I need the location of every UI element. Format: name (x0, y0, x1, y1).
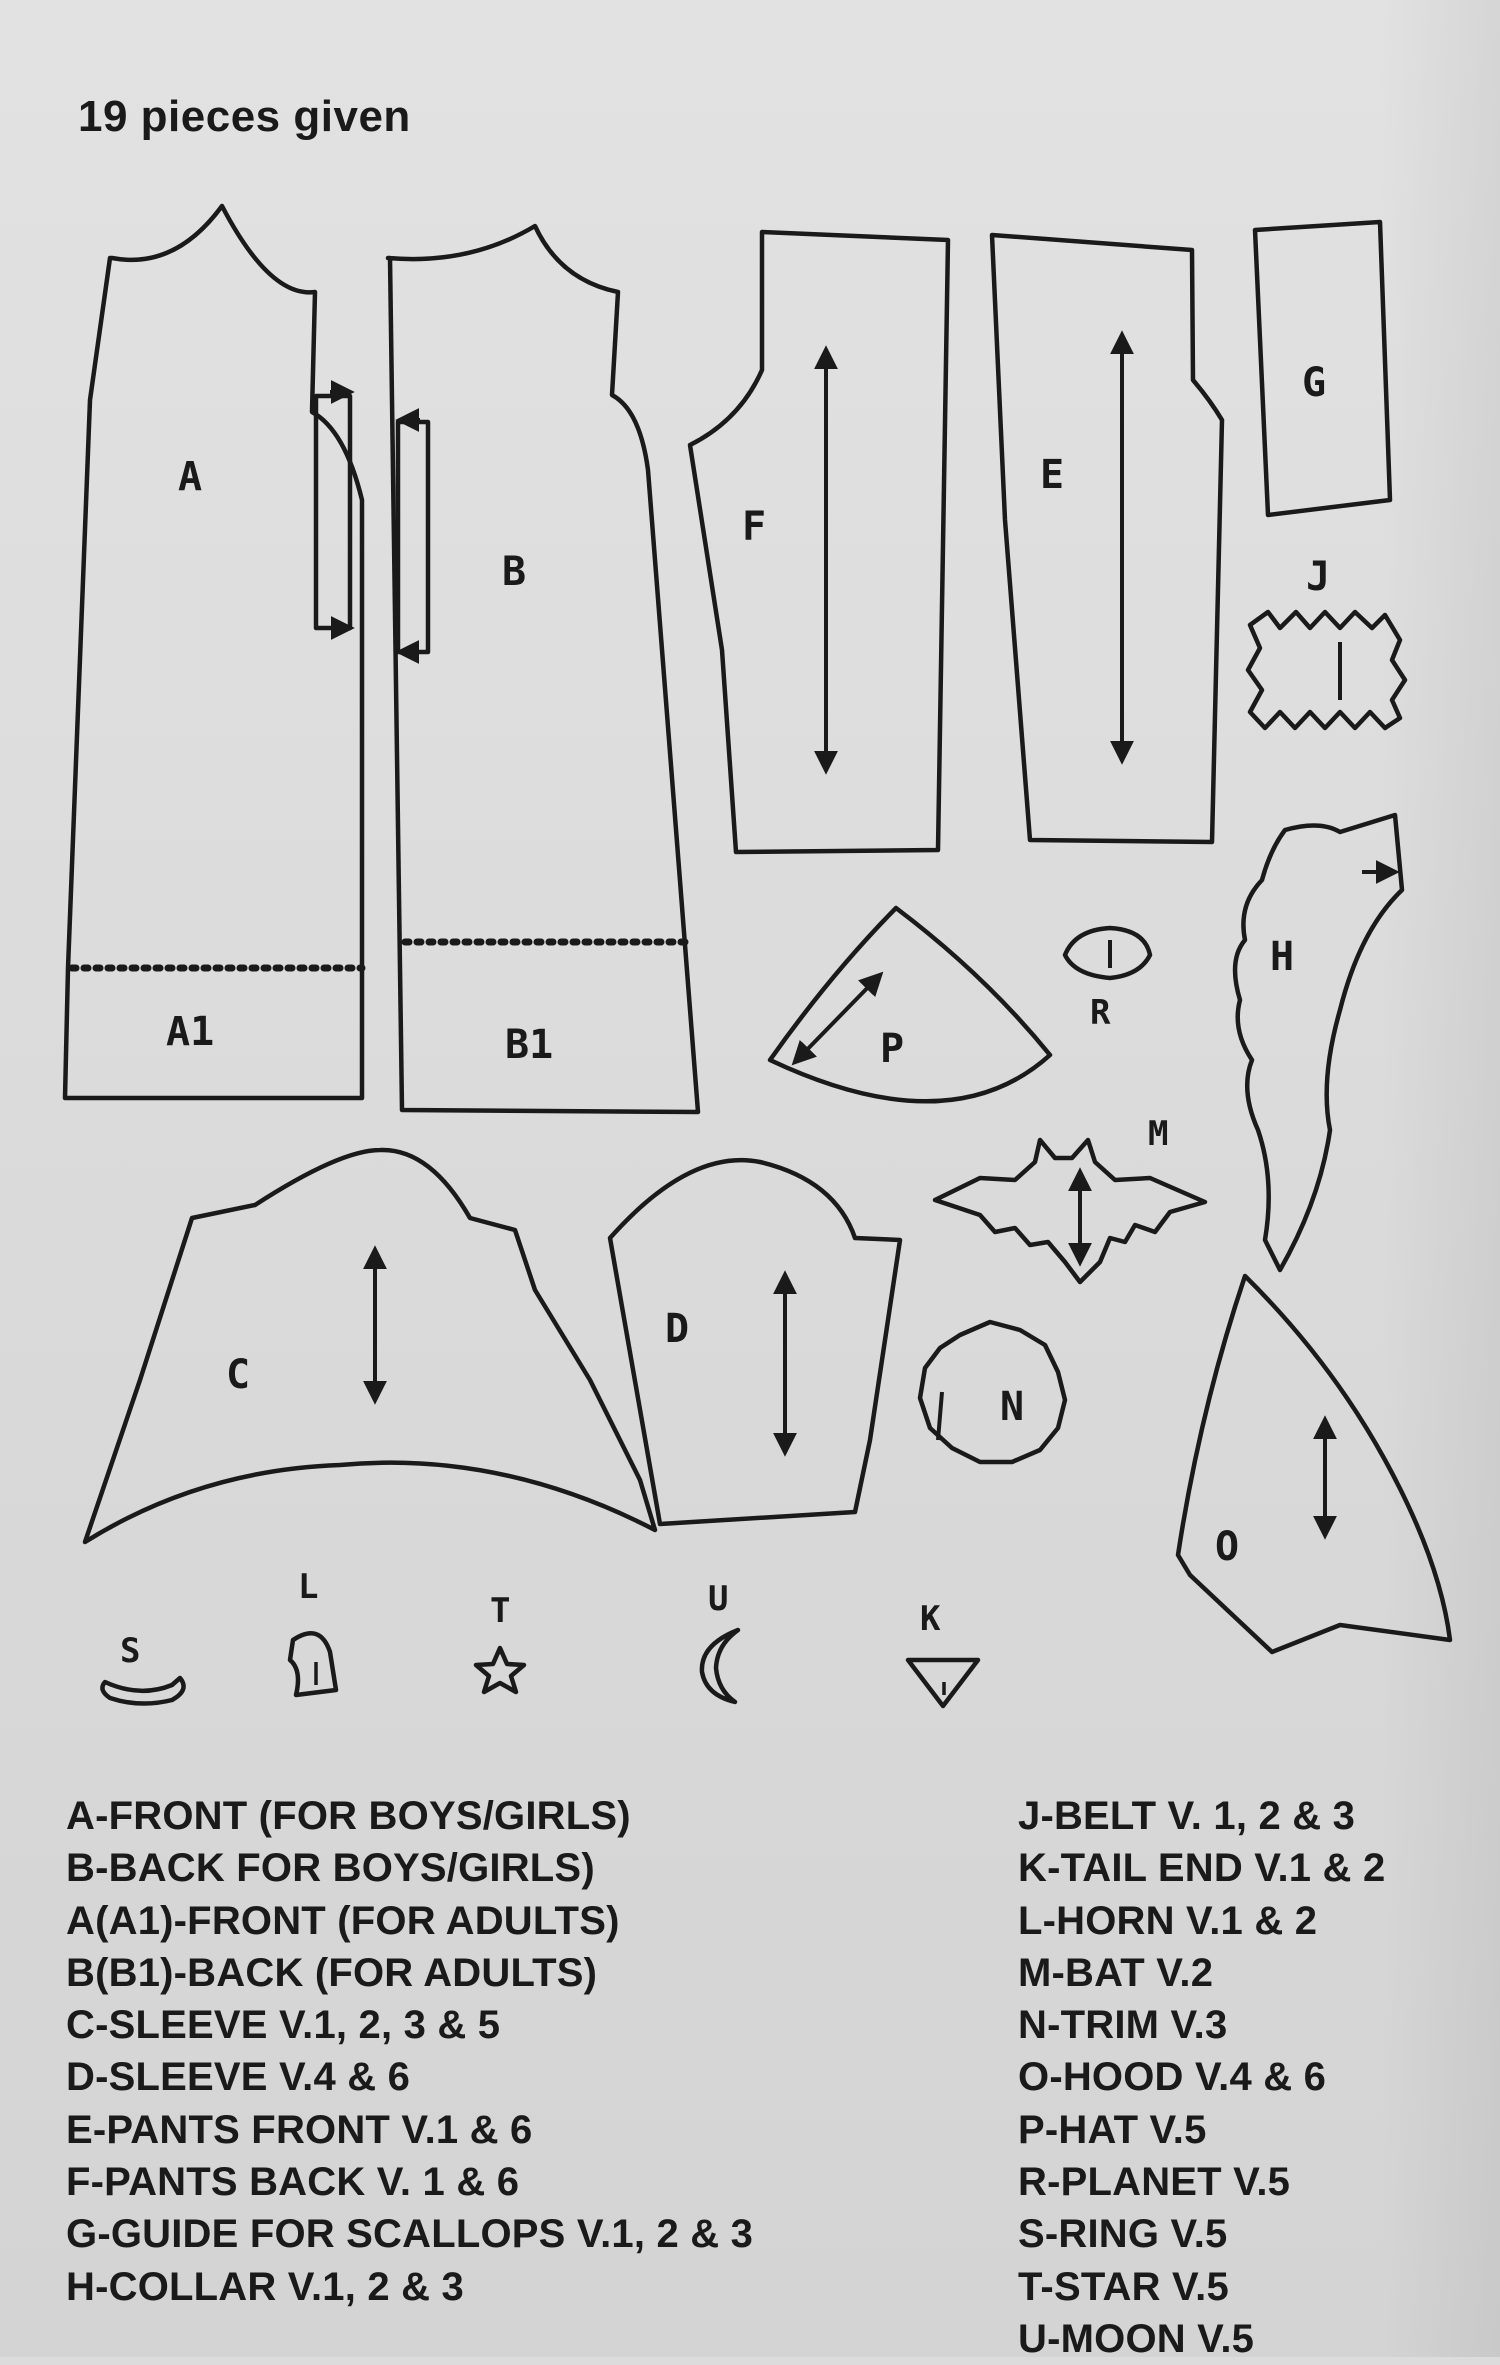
piece-label-r: R (1090, 993, 1111, 1033)
legend-item: A-FRONT (FOR BOYS/GIRLS) (66, 1794, 631, 1838)
legend-item: A(A1)-FRONT (FOR ADULTS) (66, 1898, 620, 1943)
piece-label-h: H (1270, 934, 1294, 980)
envelope-edge-shadow (1380, 0, 1500, 2357)
legend-item: K-TAIL END V.1 & 2 (1018, 1846, 1386, 1891)
piece-label-t: T (490, 1591, 510, 1631)
piece-label-o: O (1215, 1524, 1239, 1570)
legend-item: B(B1)-BACK (FOR ADULTS) (66, 1950, 598, 1995)
piece-label-f: F (742, 504, 766, 550)
legend-item: J-BELT V. 1, 2 & 3 (1018, 1794, 1356, 1838)
piece-label-s: S (120, 1631, 140, 1671)
piece-m-bat: M (932, 1114, 1208, 1285)
piece-p-hat: P (767, 905, 1053, 1104)
legend-item: U-MOON V.5 (1018, 2316, 1255, 2361)
piece-o-hood: O (1175, 1273, 1453, 1655)
legend-item: C-SLEEVE V.1, 2, 3 & 5 (66, 2003, 501, 2048)
piece-label-b: B (502, 549, 526, 595)
legend-item: F-PANTS BACK V. 1 & 6 (66, 2160, 520, 2205)
legend-item: D-SLEEVE V.4 & 6 (66, 2055, 411, 2100)
piece-g-scallop-guide: G (1252, 219, 1393, 518)
legend-item: H-COLLAR V.1, 2 & 3 (66, 2264, 464, 2309)
legend-item: N-TRIM V.3 (1018, 2003, 1228, 2048)
piece-f-pants-back: F (687, 229, 951, 855)
piece-j-belt: J (1245, 554, 1408, 731)
pattern-layout-diagram: A A1 B B1 F E G J H (62, 203, 1453, 1709)
legend-item: O-HOOD V.4 & 6 (1018, 2055, 1327, 2100)
legend-item: B-BACK FOR BOYS/GIRLS) (66, 1846, 595, 1891)
piece-s-ring: S (100, 1631, 186, 1706)
piece-label-c: C (226, 1352, 250, 1398)
piece-label-k: K (920, 1599, 941, 1639)
pieces-legend-left: A-FRONT (FOR BOYS/GIRLS) B-BACK FOR BOYS… (66, 1790, 753, 2313)
piece-l-horn: L (287, 1567, 339, 1698)
piece-label-d: D (665, 1306, 689, 1352)
piece-label-n: N (1000, 1384, 1024, 1430)
piece-label-e: E (1040, 452, 1064, 498)
legend-item: M-BAT V.2 (1018, 1950, 1214, 1995)
piece-label-a: A (178, 454, 202, 500)
piece-h-collar: H (1232, 812, 1405, 1273)
piece-label-l: L (298, 1567, 318, 1607)
legend-item: P-HAT V.5 (1018, 2107, 1207, 2152)
piece-d-sleeve: D (607, 1157, 903, 1527)
piece-label-p: P (880, 1026, 904, 1072)
legend-item: R-PLANET V.5 (1018, 2160, 1291, 2205)
piece-label-m: M (1148, 1114, 1168, 1154)
legend-item: G-GUIDE FOR SCALLOPS V.1, 2 & 3 (66, 2212, 754, 2257)
piece-t-star: T (473, 1591, 527, 1695)
legend-item: L-HORN V.1 & 2 (1018, 1898, 1318, 1943)
piece-label-b1: B1 (505, 1022, 553, 1068)
piece-n-trim: N (917, 1319, 1068, 1465)
piece-r-planet: R (1062, 925, 1153, 1033)
legend-item: T-STAR V.5 (1018, 2264, 1229, 2309)
piece-u-moon: U (699, 1579, 741, 1705)
piece-label-u: U (708, 1579, 728, 1619)
piece-c-sleeve: C (82, 1147, 658, 1545)
pieces-count-title: 19 pieces given (78, 92, 411, 141)
piece-e-pants-front: E (989, 232, 1225, 845)
piece-b-back: B B1 (385, 223, 701, 1115)
piece-label-j: J (1306, 554, 1330, 600)
legend-item: S-RING V.5 (1018, 2212, 1228, 2257)
pieces-legend-right: J-BELT V. 1, 2 & 3 K-TAIL END V.1 & 2 L-… (1018, 1790, 1385, 2365)
legend-item: E-PANTS FRONT V.1 & 6 (66, 2107, 533, 2152)
piece-label-g: G (1302, 360, 1326, 406)
piece-k-tail-end: K (905, 1599, 981, 1709)
piece-a-front: A A1 (62, 203, 366, 1101)
piece-label-a1: A1 (166, 1009, 214, 1055)
